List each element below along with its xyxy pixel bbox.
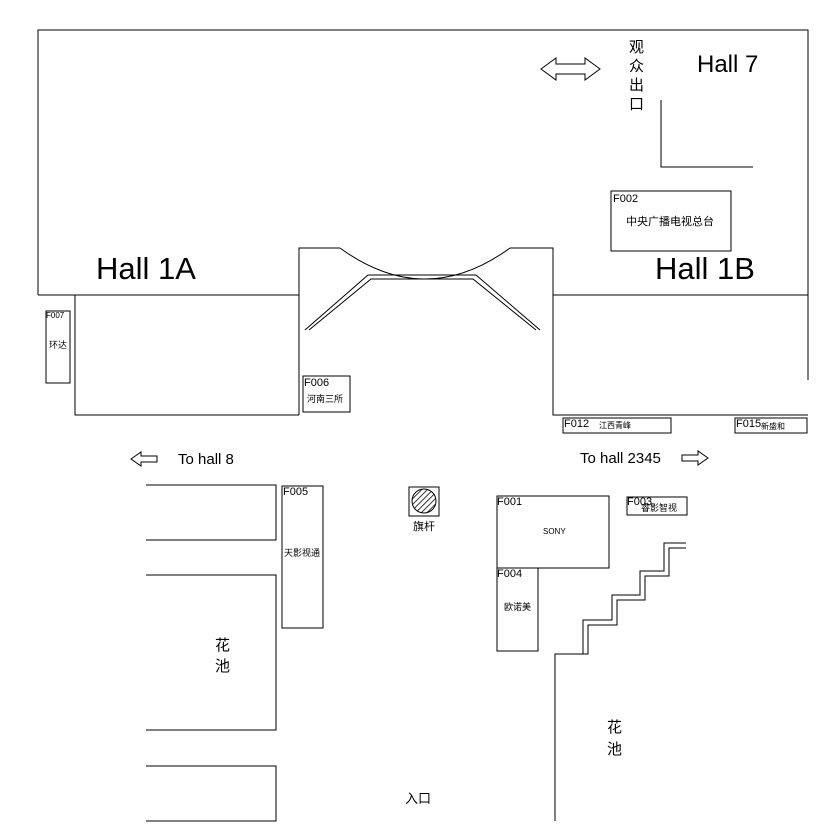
booth-name: 中央广播电视总台 [626, 214, 714, 228]
connector-stairs [304, 274, 541, 331]
booth-code: F003 [627, 496, 652, 508]
right-stairs [554, 542, 686, 821]
exit-char-1: 观 [629, 38, 644, 56]
flower-bed-left: 花 池 [215, 636, 230, 675]
flagpole-icon [411, 488, 437, 514]
direction-to-hall-8: To hall 8 [130, 451, 234, 468]
flower-bed-char-2: 池 [215, 657, 230, 675]
booth-f001[interactable]: F001 SONY [496, 495, 610, 569]
flagpole: 旗杆 [408, 486, 440, 533]
booth-name: 欧诺美 [504, 601, 531, 613]
flower-bed-char-1: 花 [607, 718, 622, 736]
flower-bed-right: 花 池 [607, 718, 622, 758]
double-arrow-icon [540, 57, 601, 81]
flagpole-label: 旗杆 [413, 519, 435, 533]
booth-code: F007 [46, 311, 65, 320]
booth-f015[interactable]: F015 新盛和 [734, 417, 808, 434]
hall-1b-label: Hall 1B [655, 251, 755, 286]
booth-name: SONY [543, 527, 566, 536]
direction-to-hall-2345: To hall 2345 [580, 450, 709, 467]
exit-char-2: 众 [629, 57, 644, 75]
entrance-label: 入口 [405, 792, 431, 807]
booth-name: 天影视通 [284, 547, 320, 559]
to-hall-2345-label: To hall 2345 [580, 450, 661, 467]
booth-name: 新盛和 [761, 421, 785, 431]
booth-f007[interactable]: F007 环达 [45, 310, 71, 384]
booth-f012[interactable]: F012 江西青峰 [562, 417, 672, 434]
booth-code: F015 [736, 418, 761, 430]
booth-f004[interactable]: F004 欧诺美 [496, 567, 539, 652]
booth-name: 河南三所 [307, 393, 343, 405]
booth-f003[interactable]: F003 睿影智视 [626, 496, 688, 516]
booth-f002[interactable]: F002 中央广播电视总台 [610, 190, 732, 252]
left-arrow-icon [130, 451, 158, 467]
booth-code: F006 [304, 377, 329, 389]
booth-name: 江西青峰 [599, 420, 631, 430]
flower-bed-char-2: 池 [607, 740, 622, 758]
booth-code: F001 [497, 496, 522, 508]
booth-f005[interactable]: F005 天影视通 [281, 485, 324, 629]
hall-7-wall [660, 100, 753, 168]
booth-code: F012 [564, 418, 589, 430]
booth-f006[interactable]: F006 河南三所 [302, 375, 351, 413]
booth-name: 环达 [49, 339, 67, 351]
booth-name: 睿影智视 [641, 502, 677, 514]
booth-code: F005 [283, 486, 308, 498]
right-arrow-icon [681, 450, 709, 466]
exit-char-4: 口 [629, 95, 644, 113]
exit-char-3: 出 [629, 76, 644, 94]
booth-code: F004 [497, 568, 522, 580]
flower-bed-char-1: 花 [215, 636, 230, 654]
audience-exit: 观 众 出 口 [540, 38, 644, 113]
to-hall-8-label: To hall 8 [178, 451, 234, 468]
hall-1a-label: Hall 1A [96, 251, 196, 286]
booth-code: F002 [613, 193, 638, 205]
hall-7-label: Hall 7 [697, 51, 758, 78]
left-buildings [146, 484, 277, 822]
